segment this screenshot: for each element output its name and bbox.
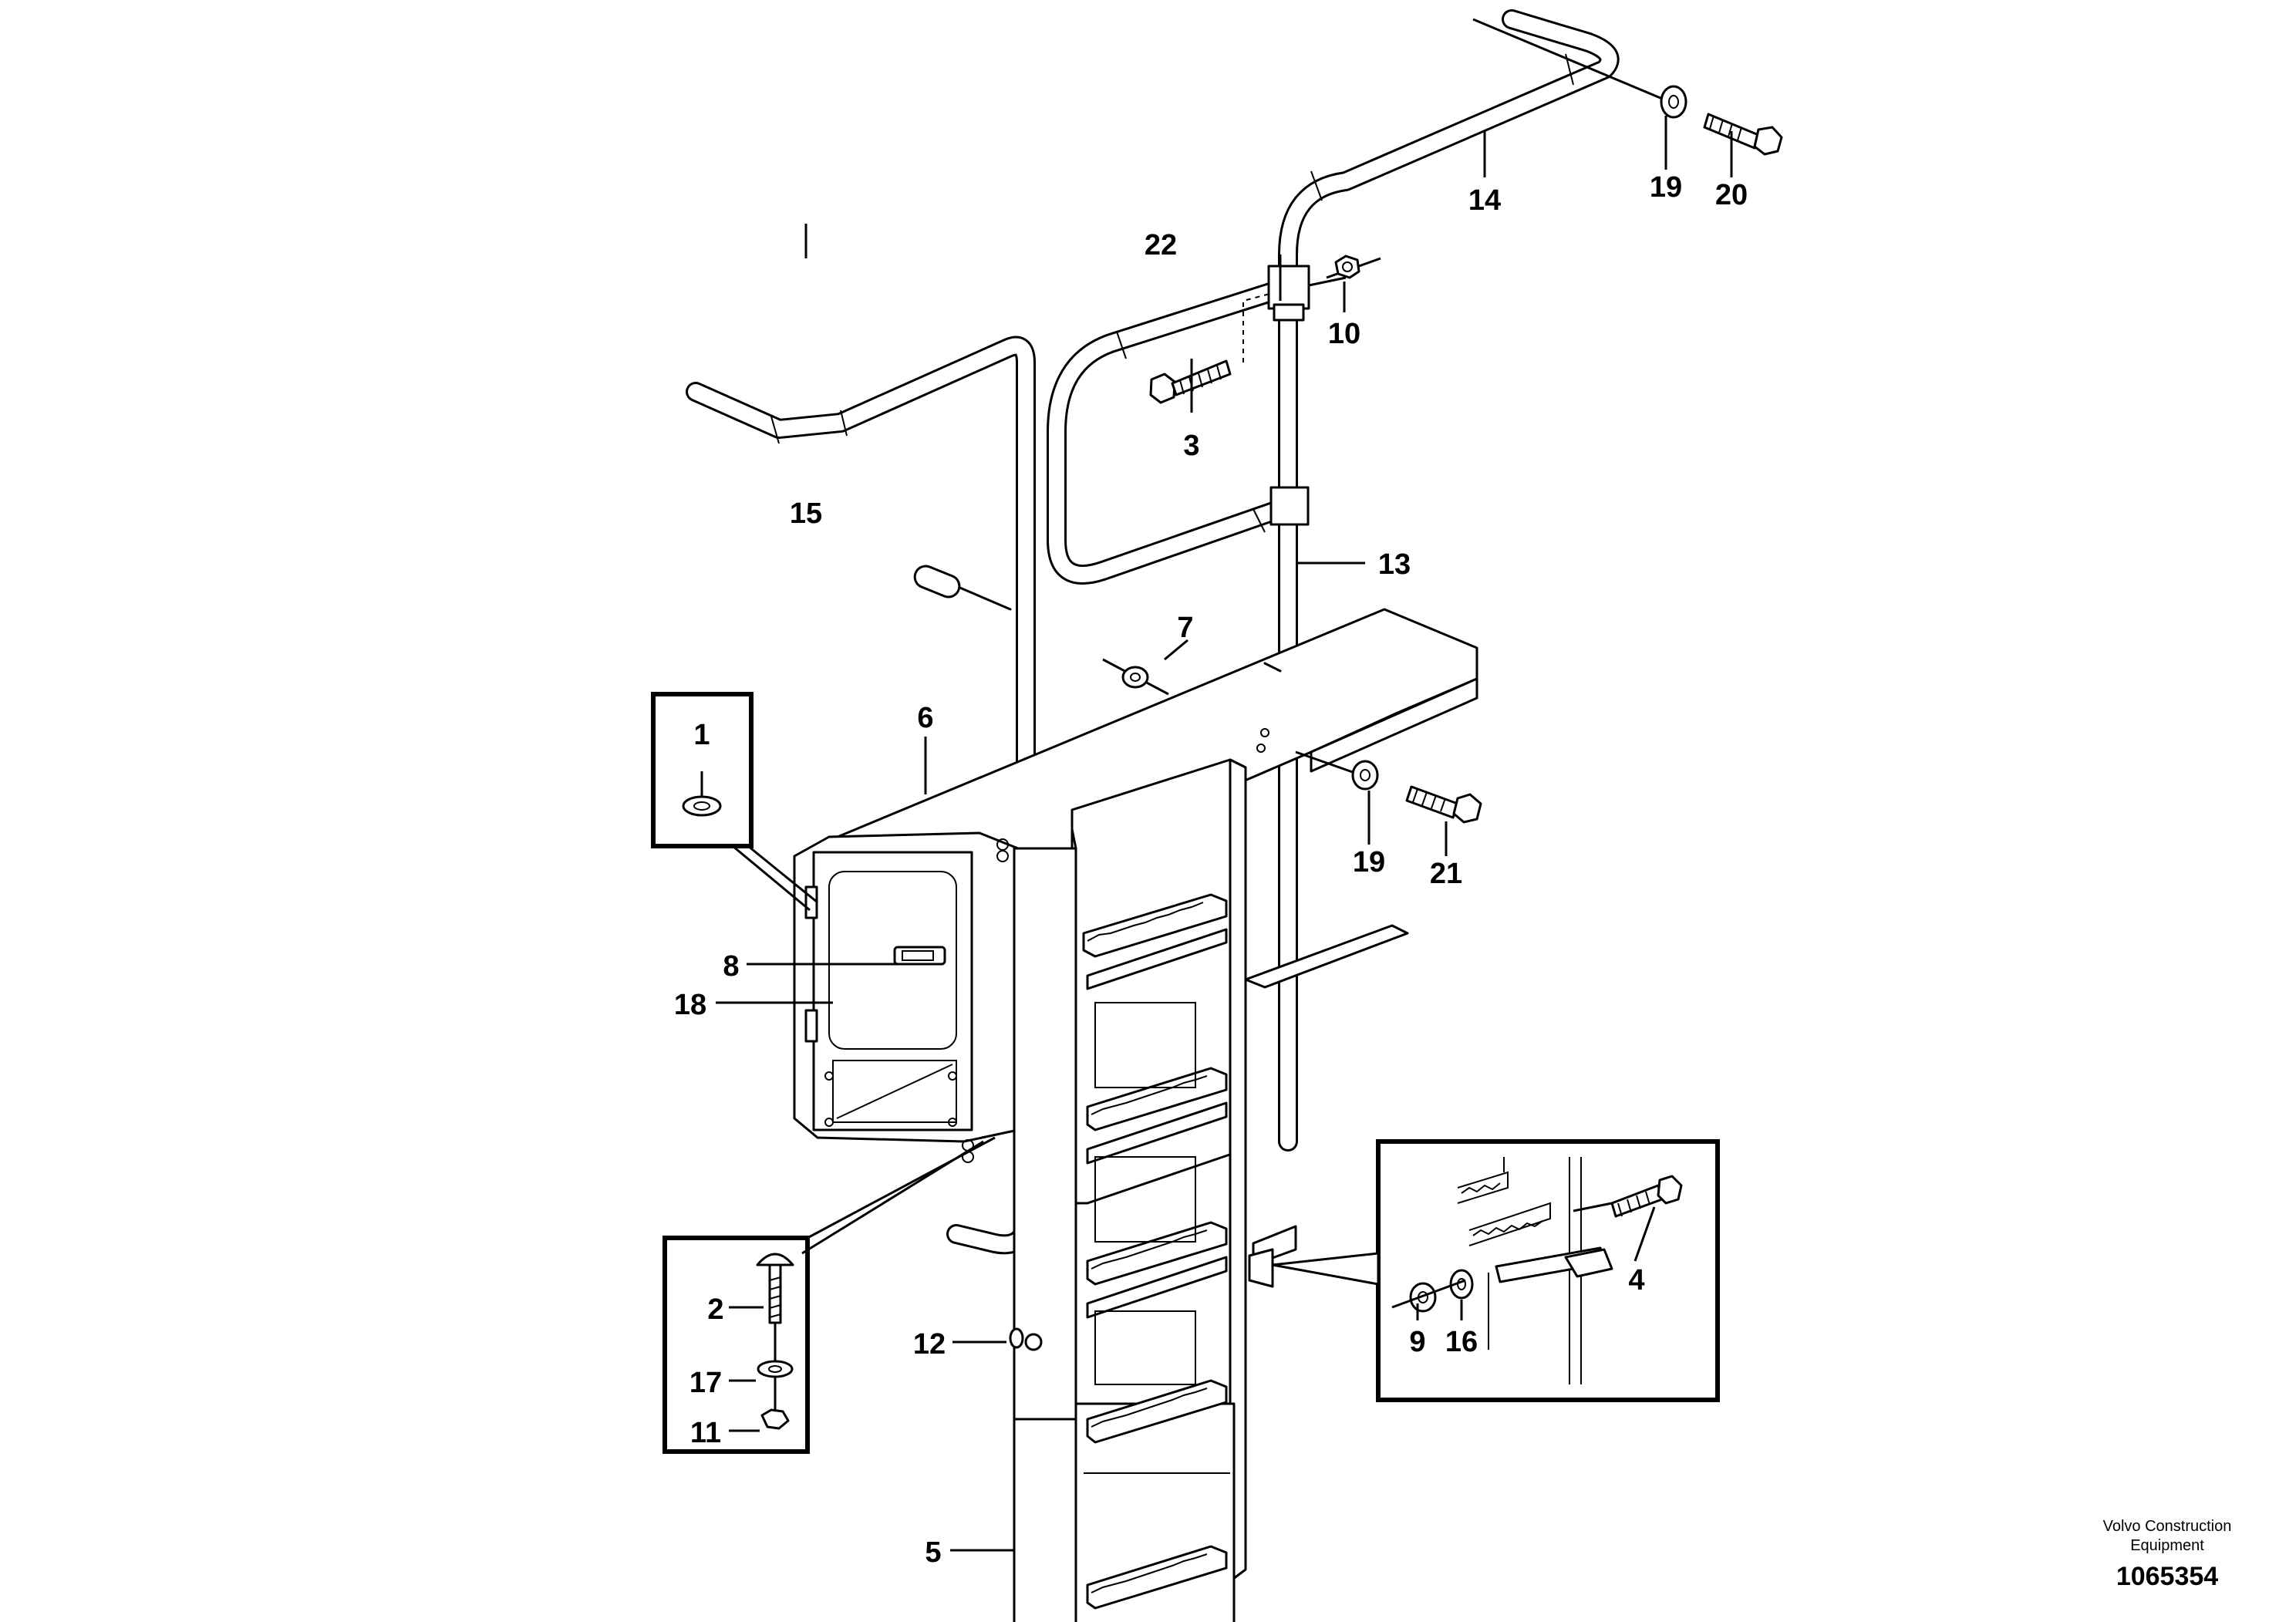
callout-12: 12 xyxy=(913,1328,946,1361)
nut-10 xyxy=(1326,255,1381,279)
handrail-15 xyxy=(686,336,1036,1255)
callout-7: 7 xyxy=(1177,612,1193,644)
callout-18: 18 xyxy=(674,989,706,1021)
handrail-22 xyxy=(1047,279,1290,585)
detail-box-fasteners xyxy=(663,1136,996,1454)
washer-19-mid xyxy=(1295,750,1379,791)
callout-2: 2 xyxy=(707,1293,723,1326)
step-4 xyxy=(1086,1379,1228,1444)
callout-4: 4 xyxy=(1628,1264,1644,1297)
document-number: 1065354 xyxy=(2116,1562,2218,1591)
bolt-21 xyxy=(1405,785,1482,824)
handrail-14 xyxy=(1278,9,1620,1152)
callout-21: 21 xyxy=(1430,858,1462,890)
bolt-20 xyxy=(1703,113,1783,156)
ladder-frame xyxy=(1013,758,1247,1622)
step-3 xyxy=(1086,1221,1228,1319)
step-2 xyxy=(1086,1067,1228,1165)
storage-box-18 xyxy=(793,831,1020,1143)
callout-17: 17 xyxy=(689,1367,722,1399)
callout-22: 22 xyxy=(1145,229,1177,261)
callout-20: 20 xyxy=(1715,179,1748,211)
callout-11: 11 xyxy=(690,1417,721,1449)
step-1 xyxy=(1082,893,1228,990)
washer-19-top xyxy=(1472,18,1687,119)
step-5 xyxy=(1086,1545,1228,1610)
callout-10: 10 xyxy=(1328,318,1360,350)
tube-clamp-upper xyxy=(1267,265,1347,322)
callout-19-mid: 19 xyxy=(1353,846,1385,878)
callout-13: 13 xyxy=(1378,548,1411,581)
callout-1: 1 xyxy=(693,719,710,751)
callout-8: 8 xyxy=(723,950,739,983)
brand-line-1: Volvo Construction xyxy=(2103,1518,2232,1535)
callout-15: 15 xyxy=(790,497,822,530)
washer-7 xyxy=(1102,658,1169,696)
callout-9: 9 xyxy=(1409,1326,1425,1358)
callout-16: 16 xyxy=(1445,1326,1478,1358)
brand-line-2: Equipment xyxy=(2130,1537,2204,1554)
callout-leaders xyxy=(716,116,1733,1552)
callout-6: 6 xyxy=(917,702,933,734)
detail-box-washer-1 xyxy=(651,692,818,912)
branding-block: Volvo Construction Equipment 1065354 xyxy=(2103,1518,2232,1591)
callout-3: 3 xyxy=(1183,430,1199,462)
callout-19-top: 19 xyxy=(1650,171,1682,204)
callout-labels: 1 2 3 4 5 6 7 8 9 10 11 12 13 14 15 16 1… xyxy=(674,171,1748,1569)
callout-5: 5 xyxy=(925,1536,941,1569)
callout-14: 14 xyxy=(1468,184,1501,217)
ladder-steps xyxy=(1082,893,1230,1610)
detail-box-bolt-4 xyxy=(1248,1139,1720,1402)
pin-12 xyxy=(1009,1327,1043,1351)
platform-6 xyxy=(808,565,1478,850)
tube-clamp-lower xyxy=(1269,486,1310,526)
